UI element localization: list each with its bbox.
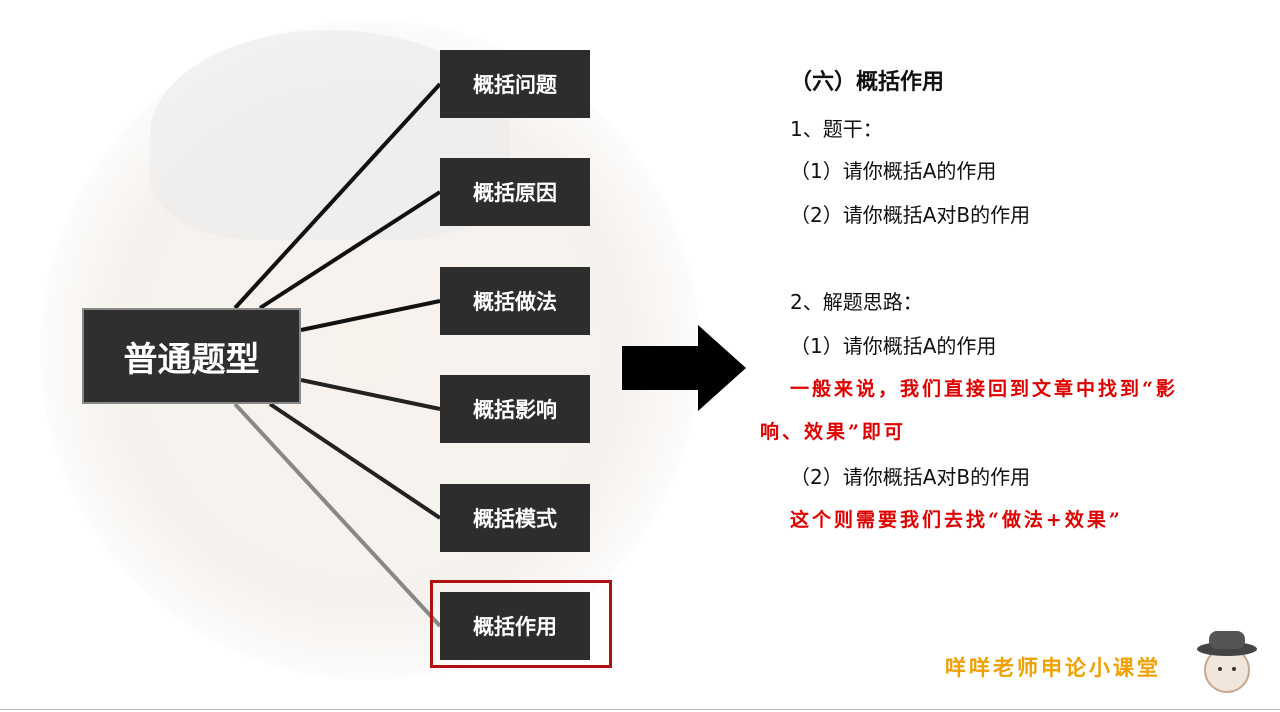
highlight-frame: [430, 580, 612, 668]
branch-node: 概括作用: [440, 592, 590, 660]
stem-q2: （2）请你概括A对B的作用: [790, 203, 1031, 227]
approach-a2: 这个则需要我们去找“做法+效果”: [790, 509, 1123, 531]
center-node: 普通题型: [82, 308, 301, 404]
stem-q1: （1）请你概括A的作用: [790, 159, 997, 183]
connector-line: [300, 299, 441, 332]
approach-q2: （2）请你概括A对B的作用: [790, 465, 1031, 489]
stem-title: 1、题干：: [790, 117, 883, 141]
section-heading: （六）概括作用: [790, 70, 945, 95]
connector-line: [268, 402, 442, 520]
connector-line: [258, 190, 442, 310]
approach-a1-line1: 一般来说，我们直接回到文章中找到“影: [790, 378, 1178, 400]
bottom-divider: [0, 709, 1280, 710]
connector-line: [300, 378, 441, 411]
mascot-icon: [1197, 631, 1257, 693]
footer-brand: 咩咩老师申论小课堂: [945, 656, 1161, 680]
branch-node: 概括模式: [440, 484, 590, 552]
branch-node: 概括做法: [440, 267, 590, 335]
approach-q1: （1）请你概括A的作用: [790, 334, 997, 358]
branch-node: 概括问题: [440, 50, 590, 118]
branch-node: 概括原因: [440, 158, 590, 226]
right-arrow-icon: [622, 325, 746, 411]
approach-a1-line2: 响、效果”即可: [760, 421, 906, 443]
connector-line: [233, 402, 442, 628]
approach-title: 2、解题思路：: [790, 290, 923, 314]
branch-node: 概括影响: [440, 375, 590, 443]
connector-lines: [233, 82, 442, 628]
connector-line: [233, 82, 442, 310]
